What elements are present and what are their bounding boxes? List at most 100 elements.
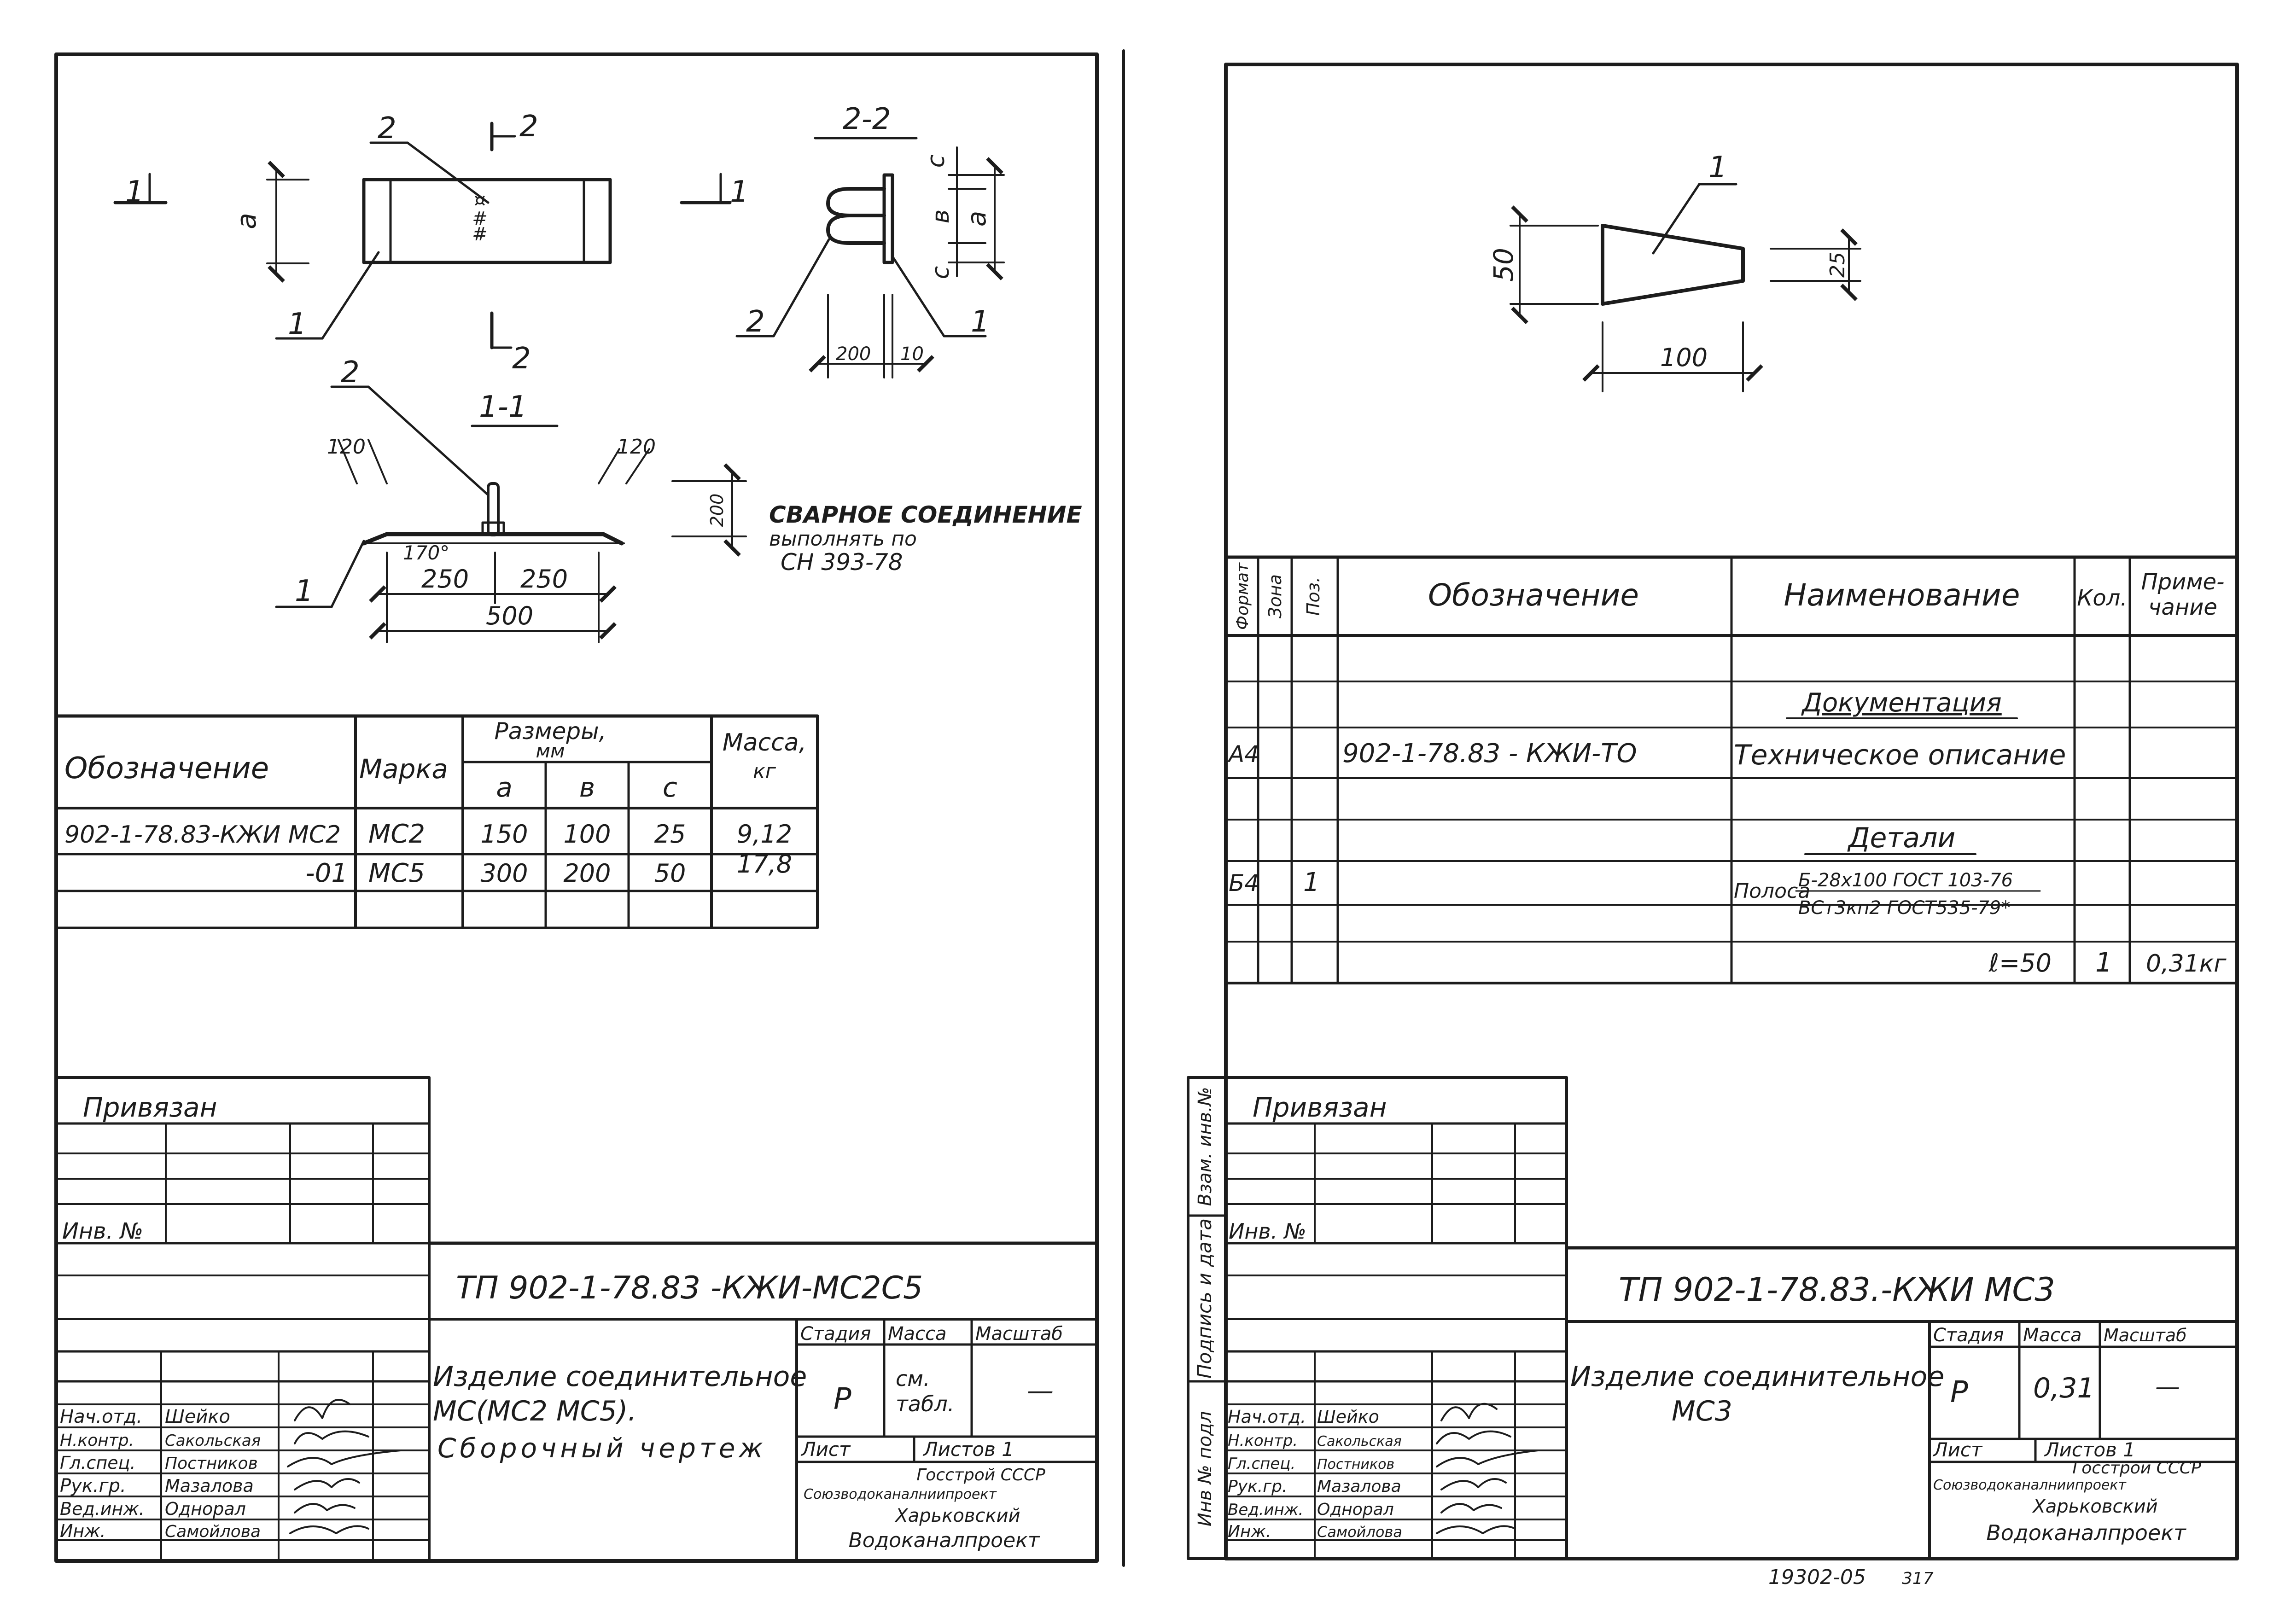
row1-c: 25 (654, 820, 686, 849)
side-label-2: Подпись и дата (1193, 1218, 1216, 1379)
staff-role-1: Нач.отд. (60, 1406, 142, 1427)
drawing-code-left: ТП 902-1-78.83 -КЖИ-МС2С5 (456, 1270, 923, 1306)
dim-b: в (927, 210, 955, 224)
staff-r-role-5: Вед.инж. (1228, 1501, 1303, 1519)
sheets-label-right: Листов 1 (2044, 1438, 2135, 1461)
cut-2-top: 2 (519, 110, 538, 144)
org-right-1: Госстрой СССР (2072, 1459, 2201, 1478)
drawing-code-right: ТП 902-1-78.83.-КЖИ МС3 (1619, 1271, 2055, 1309)
page-number: 317 (1902, 1569, 1934, 1588)
staff-r-role-3: Гл.спец. (1228, 1455, 1295, 1473)
org-left-4: Водоканалпроект (849, 1529, 1040, 1552)
callout-1-plan: 1 (288, 307, 307, 341)
row2-b: 200 (563, 859, 611, 888)
staff-r-role-1: Нач.отд. (1228, 1407, 1306, 1427)
right-sheet: 50 25 100 1 (1187, 63, 2239, 1560)
side-label-3: Инв № подл (1195, 1411, 1216, 1527)
org-left-2: Союзводоканалниипроект (804, 1486, 997, 1502)
col-sizes: Размеры, (495, 718, 606, 745)
weld-note-line-1: СВАРНОЕ СОЕДИНЕНИЕ (769, 501, 1082, 528)
title-left-1: Изделие соединительное (433, 1361, 807, 1393)
spec-table: Формат Зона Поз. Обозначение Наименовани… (1224, 555, 2239, 984)
callout-2-section11: 2 (341, 355, 360, 390)
dim-c-top: c (922, 155, 950, 168)
sheet-label-right: Лист (1932, 1438, 1983, 1461)
spec-col-pos: Поз. (1303, 577, 1323, 616)
scale-left: — (1027, 1375, 1054, 1406)
privyazan-right: Привязан (1253, 1092, 1387, 1123)
staff-r-role-6: Инж. (1228, 1522, 1271, 1541)
callout-2-section: 2 (746, 305, 765, 339)
stage-label-right: Стадия (1933, 1325, 2004, 1346)
dim-50: 50 (1488, 248, 1519, 282)
dim-170-angle: 170° (403, 541, 449, 564)
title-right-1: Изделие соединительное (1570, 1361, 1944, 1393)
cut-2-bottom: 2 (512, 342, 531, 376)
dim-120-left: 120 (327, 435, 366, 459)
inv-no-right: Инв. № (1229, 1219, 1306, 1244)
spec-doc-name: Техническое описание (1734, 739, 2066, 771)
side-labels: Взам. инв.№ Подпись и дата Инв № подл (1187, 1076, 1227, 1560)
side-label-1: Взам. инв.№ (1195, 1087, 1216, 1206)
staff-role-3: Гл.спец. (60, 1453, 136, 1473)
staff-r-name-5: Однорал (1317, 1500, 1394, 1519)
privyazan-left: Привязан (83, 1092, 217, 1123)
staff-name-2: Сакольская (165, 1432, 261, 1450)
spec-part-format: Б4 (1229, 870, 1259, 896)
weld-note: СВАРНОЕ СОЕДИНЕНИЕ выполнять по СН 393-7… (769, 501, 1082, 576)
staff-r-name-3: Постников (1317, 1456, 1394, 1473)
row1-b: 100 (563, 820, 611, 849)
dim-200-section: 200 (836, 343, 871, 365)
spec-doc-format: А4 (1227, 741, 1259, 768)
col-mark: Марка (359, 753, 448, 785)
signatures-right (1436, 1403, 1539, 1534)
right-sheet-frame (1224, 63, 2239, 1560)
staff-table-left: Нач.отд. Шейко Н.контр. Сакольская Гл.сп… (55, 1350, 431, 1562)
spec-col-note-1: Приме- (2141, 569, 2225, 595)
staff-r-name-1: Шейко (1317, 1407, 1379, 1427)
callout-1-section: 1 (971, 305, 990, 339)
mass-right: 0,31 (2033, 1372, 2095, 1404)
dim-500: 500 (486, 601, 533, 630)
spec-col-format: Формат (1233, 562, 1252, 630)
staff-r-name-6: Самойлова (1317, 1523, 1402, 1541)
staff-r-role-4: Рук.гр. (1228, 1477, 1287, 1496)
dim-a-section: a (962, 211, 992, 227)
row1-designation: 902-1-78.83-КЖИ МС2 (64, 821, 341, 849)
col-b: в (579, 772, 595, 803)
spec-col-qty: Кол. (2077, 585, 2127, 611)
spec-part-length: ℓ=50 (1988, 949, 2052, 978)
stage-label-left: Стадия (800, 1323, 871, 1345)
title-right-2: МС3 (1672, 1395, 1732, 1427)
dim-100: 100 (1660, 343, 1708, 372)
org-right-2: Союзводоканалниипроект (1933, 1477, 2127, 1493)
spec-part-pos: 1 (1303, 867, 1320, 897)
staff-r-name-4: Мазалова (1317, 1477, 1401, 1496)
footer-stamp: 19302-05 317 (1768, 1566, 1934, 1589)
row1-a: 150 (480, 820, 528, 849)
staff-role-4: Рук.гр. (60, 1475, 126, 1496)
inv-no-left: Инв. № (62, 1218, 143, 1244)
staff-name-5: Однорал (165, 1499, 246, 1519)
dim-c-bottom: c (927, 266, 955, 279)
row2-designation: -01 (306, 858, 348, 888)
col-a: a (496, 772, 513, 803)
staff-name-4: Мазалова (165, 1476, 254, 1496)
scale-label-left: Масштаб (975, 1323, 1063, 1345)
plan-view: ¤ # # a 1 1 2 2 2 1 (113, 110, 749, 376)
sheet-label-left: Лист (800, 1438, 851, 1461)
dim-120-right: 120 (617, 435, 656, 459)
dim-a-label: a (231, 213, 262, 229)
stage-left: Р (834, 1382, 851, 1416)
staff-role-5: Вед.инж. (60, 1499, 145, 1519)
spec-col-zone: Зона (1265, 574, 1285, 618)
stage-right: Р (1950, 1375, 1968, 1409)
col-c: c (663, 772, 677, 803)
cut-1-left: 1 (125, 175, 144, 209)
row2-c: 50 (654, 859, 686, 888)
mass-left-2: табл. (896, 1391, 954, 1416)
section-2-2-label: 2-2 (843, 102, 891, 136)
callout-1-detail: 1 (1708, 151, 1727, 185)
spec-part-note: 0,31кг (2146, 950, 2227, 978)
spec-col-note-2: чание (2148, 594, 2217, 620)
